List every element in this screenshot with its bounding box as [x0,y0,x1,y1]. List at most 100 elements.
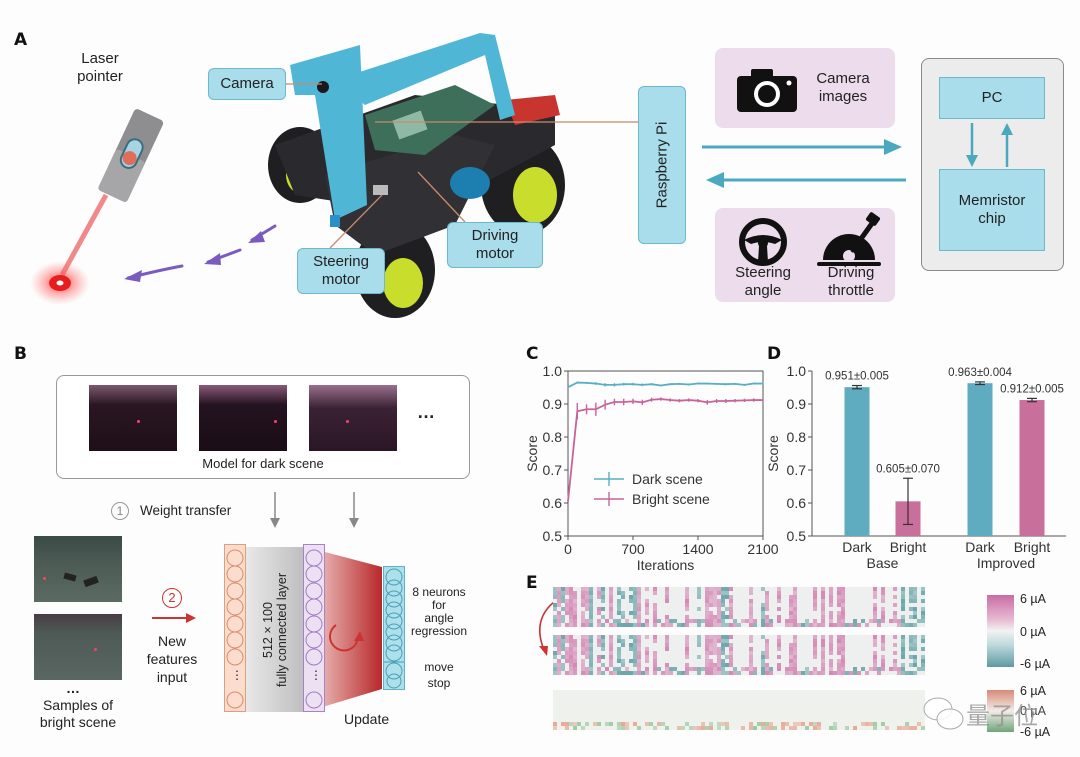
heatmap-cell [821,651,825,655]
heatmap-cell [637,726,641,730]
output-neurons [384,568,404,689]
heatmap-cell [913,643,917,647]
heatmap-cell [609,647,613,651]
input-vdots: ⋮ [231,668,243,682]
heatmap-cell [629,587,633,591]
heatmap-cell [553,603,557,607]
heatmap-cell [561,639,565,643]
heatmap-cell [685,663,689,667]
heatmap-cell [921,619,925,623]
new-features-line3: input [156,669,188,685]
heatmap-cell [733,671,737,675]
heatmap-cell [609,603,613,607]
heatmap-cell [761,663,765,667]
heatmap-cell [573,595,577,599]
heatmap-cell [637,647,641,651]
new-features-line2: features [146,651,198,667]
heatmap-cell [665,635,669,639]
heatmap-cell [785,671,789,675]
heatmap-cell [565,591,569,595]
heatmap-cell [777,647,781,651]
heatmap-cell [717,623,721,627]
heatmap-cell [673,667,677,671]
heatmap-cell [789,615,793,619]
heatmap-cell [705,643,709,647]
heatmap-cell [749,619,753,623]
heatmap-cell [901,607,905,611]
camera-images-label: Camera images [803,70,883,106]
watermark-text: 量子位 [966,702,1038,730]
heatmap-cell [741,667,745,671]
heatmap-cell [893,643,897,647]
heatmap-cell [821,587,825,591]
angle-neurons-label: 8 neurons for angle regression [404,586,474,638]
heatmap-cell [569,603,573,607]
heatmap-cell [713,647,717,651]
heatmap-cell [585,722,589,726]
heatmap-cell [901,599,905,603]
heatmap-cell [749,591,753,595]
heatmap-cell [637,639,641,643]
heatmap-cell [793,619,797,623]
heatmap-cell [665,615,669,619]
wechat-watermark-icon [923,697,964,730]
heatmap-cell [813,651,817,655]
heatmap-cell [661,623,665,627]
heatmap-cell [553,623,557,627]
weight-transfer-label: Weight transfer [140,503,232,518]
heatmap-cell [717,639,721,643]
heatmap-cell [601,635,605,639]
heatmap-cell [665,667,669,671]
heatmap-cell [921,607,925,611]
heatmap-cell [597,635,601,639]
heatmap-cell [601,639,605,643]
heatmap-cell [569,635,573,639]
heatmap-cell [789,651,793,655]
heatmap-cell [813,623,817,627]
heatmap-cell [601,607,605,611]
heatmap-cell [821,603,825,607]
heatmap-cell [705,607,709,611]
heatmap-cell [709,615,713,619]
computing-system-box: PC Memristor chip [921,58,1064,271]
heatmap-cell [653,667,657,671]
heatmap-cell [909,595,913,599]
heatmap-cell [805,671,809,675]
heatmap-cell [833,726,837,730]
heatmap-cell [653,623,657,627]
heatmap-cell [765,667,769,671]
heatmap-cell [709,671,713,675]
heatmap-cell [837,635,841,639]
heatmap-cell [609,623,613,627]
heatmap-cell [561,615,565,619]
heatmap-cell [617,607,621,611]
heatmap-cell [761,619,765,623]
heatmap-cell [913,599,917,603]
heatmap-cell [785,623,789,627]
heatmap-cell [725,639,729,643]
heatmap-cell [901,623,905,627]
heatmap-cell [581,599,585,603]
heatmap-cell [881,611,885,615]
heatmap-cell [813,722,817,726]
heatmap-cell [909,607,913,611]
heatmap-cell [557,671,561,675]
heatmap-cell [813,619,817,623]
heatmap-cell [565,651,569,655]
heatmap-cell [881,635,885,639]
driving-throttle-label: Driving throttle [811,264,891,300]
heatmap-cell [569,619,573,623]
heatmap-cell [709,722,713,726]
bar [967,383,993,536]
heatmap-cell [629,611,633,615]
heatmap-cell [777,663,781,667]
heatmap-cell [841,659,845,663]
heatmap-cell [633,663,637,667]
heatmap-cell [721,635,725,639]
hidden-layer: ⋮ [303,544,325,712]
heatmap-cell [561,587,565,591]
heatmap-cell [625,623,629,627]
heatmap-cell [573,671,577,675]
heatmap-cell [561,663,565,667]
steering-angle-line1: Steering [735,264,791,281]
